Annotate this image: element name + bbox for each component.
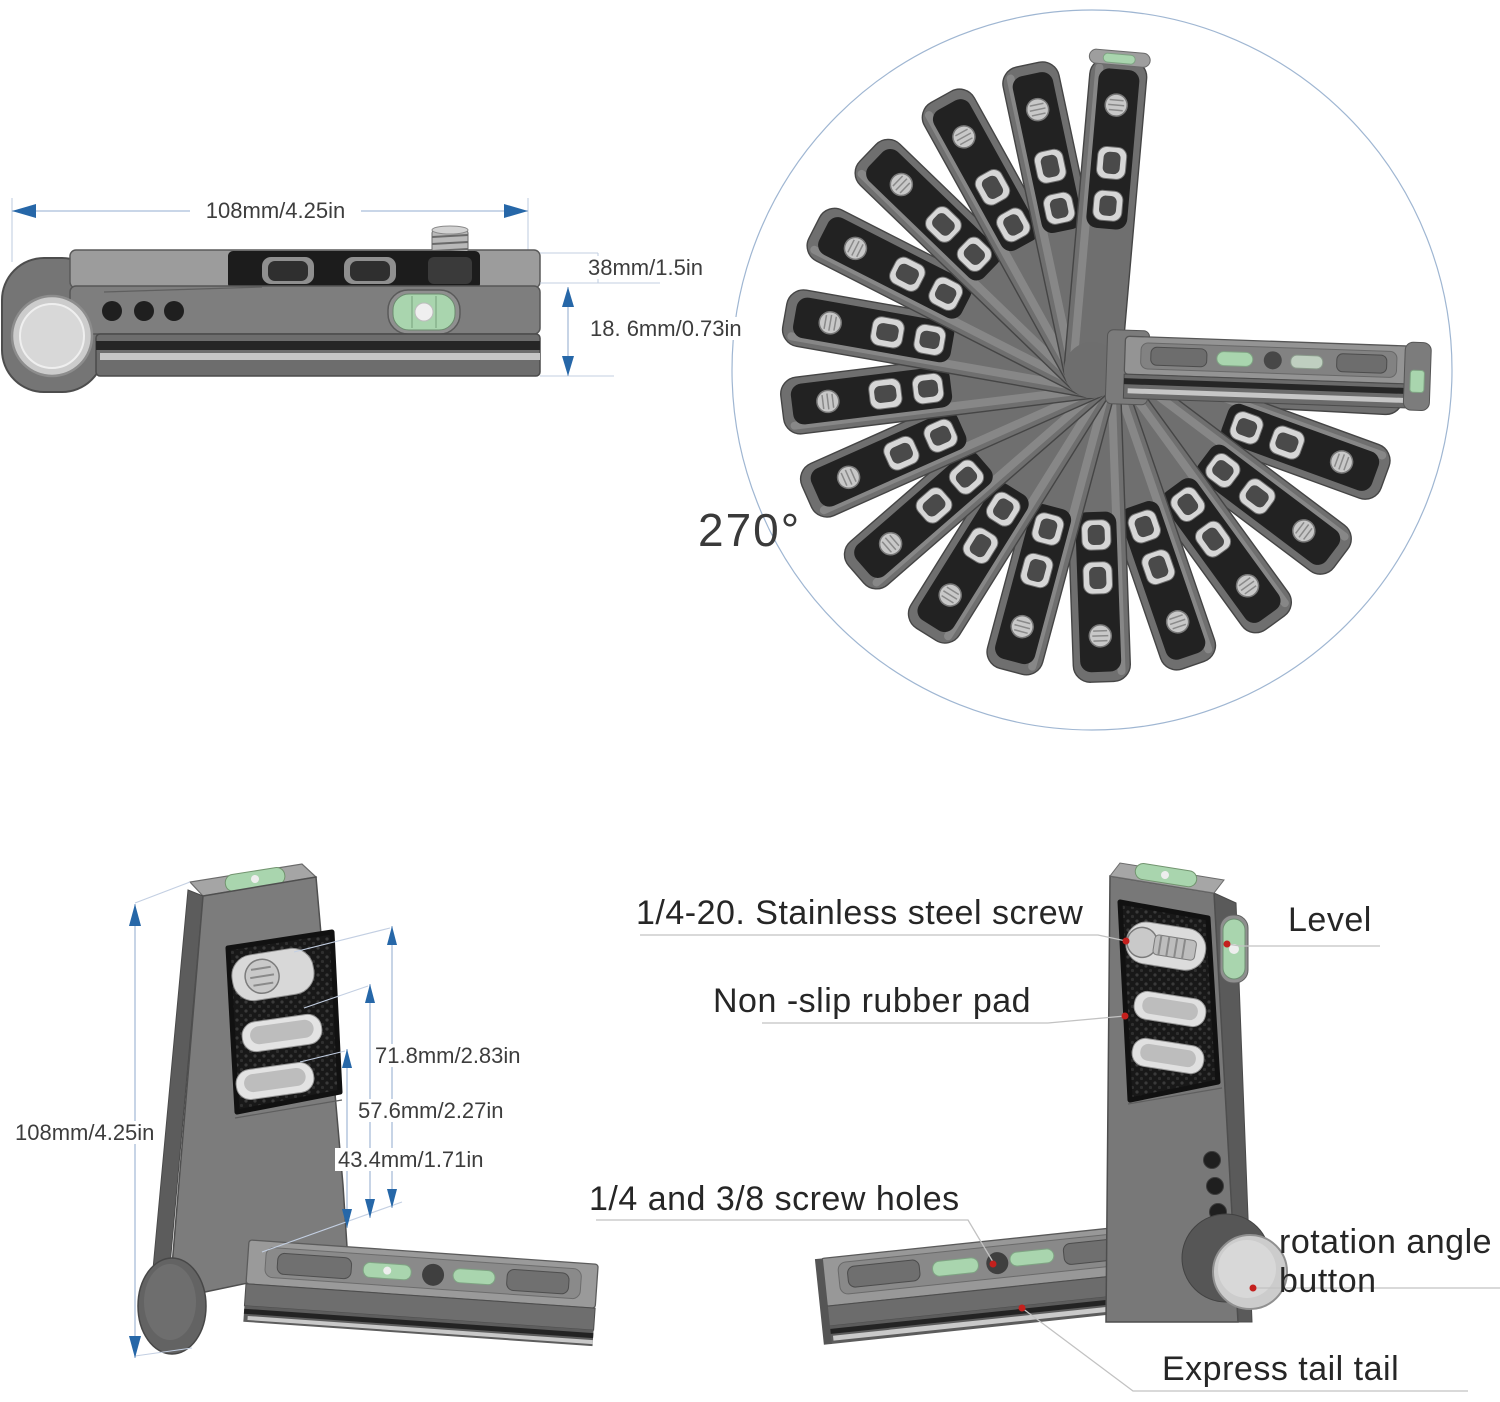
pad-slot-labeled bbox=[1133, 990, 1207, 1028]
label-stainless-screw: 1/4-20. Stainless steel screw bbox=[636, 894, 1084, 932]
dim-slot1-height: 57.6mm/2.27in bbox=[355, 1099, 507, 1122]
callout-leaders bbox=[596, 934, 1500, 1392]
dovetail-rail bbox=[95, 333, 541, 377]
label-express-tail: Express tail tail bbox=[1162, 1350, 1400, 1388]
base-plate-labeled bbox=[814, 1223, 1159, 1345]
pad-slot bbox=[235, 1062, 315, 1100]
dimensioned-bracket-view bbox=[129, 863, 599, 1358]
base-plate bbox=[243, 1239, 599, 1347]
pad-slot-labeled bbox=[1131, 1037, 1205, 1075]
dim-height-folded: 18. 6mm/0.73in bbox=[587, 317, 745, 340]
side-hole bbox=[164, 301, 184, 321]
folded-bracket-view bbox=[1, 198, 660, 393]
dim-screw-height: 71.8mm/2.83in bbox=[372, 1044, 524, 1067]
dim-height-standing: 108mm/4.25in bbox=[12, 1121, 158, 1144]
side-level bbox=[1219, 914, 1249, 984]
label-level: Level bbox=[1288, 901, 1372, 939]
dim-depth-folded: 38mm/1.5in bbox=[585, 256, 706, 279]
bubble-level bbox=[387, 289, 461, 335]
side-hole bbox=[134, 301, 154, 321]
rotation-arc bbox=[731, 9, 1453, 731]
label-screw-holes: 1/4 and 3/8 screw holes bbox=[589, 1180, 960, 1218]
labeled-bracket-view bbox=[596, 862, 1500, 1392]
label-rubber-pad: Non -slip rubber pad bbox=[713, 982, 1032, 1020]
top-rubber-pad bbox=[228, 251, 480, 289]
rotation-angle-label: 270° bbox=[698, 504, 802, 556]
top-level-labeled bbox=[1134, 863, 1198, 888]
mounting-screw bbox=[231, 947, 315, 1002]
rotation-fan-view bbox=[731, 9, 1453, 731]
dim-width-folded: 108mm/4.25in bbox=[190, 199, 361, 222]
screw-hole bbox=[1206, 1177, 1224, 1195]
fan-base-plate bbox=[1104, 329, 1432, 412]
dim-slot2-height: 43.4mm/1.71in bbox=[335, 1148, 487, 1171]
pad-slot bbox=[241, 1013, 323, 1053]
steel-screw bbox=[1125, 921, 1207, 971]
screw-hole bbox=[1203, 1151, 1221, 1169]
side-hole bbox=[102, 301, 122, 321]
label-rotation-button: rotation angle button bbox=[1279, 1223, 1493, 1301]
